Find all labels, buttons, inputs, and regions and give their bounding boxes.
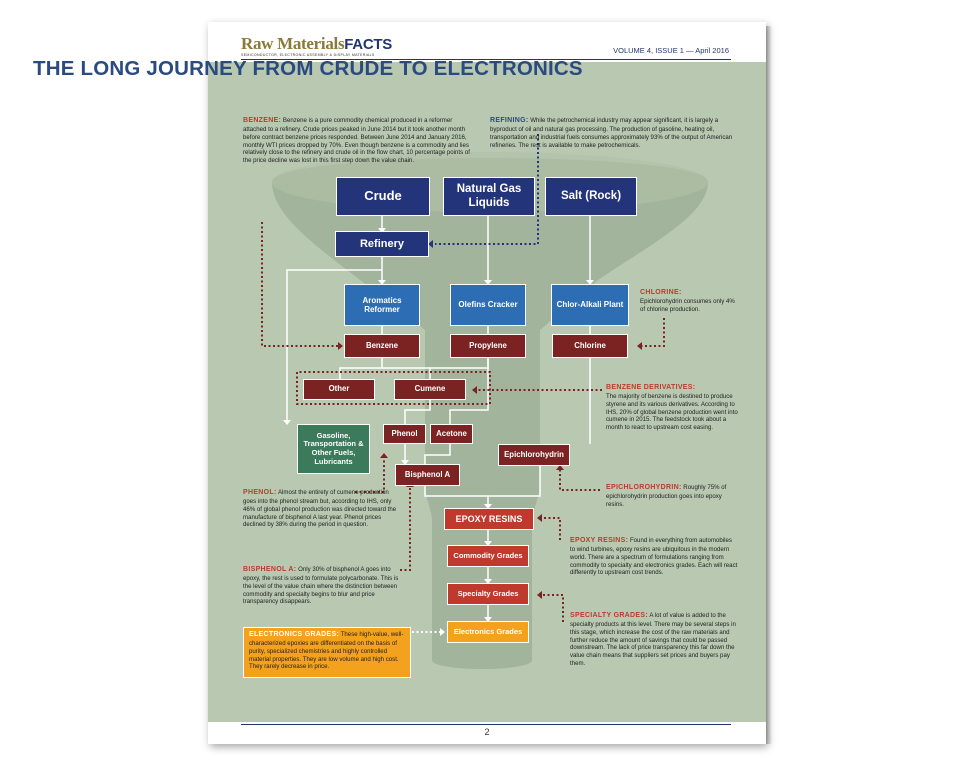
epichlorohydrin-box: Epichlorohydrin [498, 444, 570, 466]
chlorine-box: Chlorine [552, 334, 628, 358]
other-box: Other [303, 379, 375, 400]
issue-label: VOLUME 4, ISSUE 1 — April 2016 [613, 46, 729, 55]
electronics-grades-box: Electronics Grades [447, 621, 529, 643]
acetone-box: Acetone [430, 424, 473, 444]
flow-connectors [286, 216, 591, 621]
cumene-box: Cumene [394, 379, 466, 400]
page-header: Raw MaterialsFACTS SEMICONDUCTOR, ELECTR… [208, 22, 766, 62]
commodity-grades-box: Commodity Grades [447, 545, 529, 567]
crude-box: Crude [336, 177, 430, 216]
leader-arrowheads [338, 240, 642, 636]
page-shadow [766, 26, 772, 744]
natural-gas-liquids-box: Natural Gas Liquids [443, 177, 535, 216]
salt-rock-box: Salt (Rock) [545, 177, 637, 216]
note-benzene: BENZENE: Benzene is a pure commodity che… [243, 117, 470, 165]
propylene-box: Propylene [450, 334, 526, 358]
note-refining: REFINING: While the petrochemical indust… [490, 117, 733, 149]
note-electronics-grades: ELECTRONICS GRADES: These high-value, we… [243, 627, 411, 678]
bisphenol-a-box: Bisphenol A [395, 464, 460, 486]
publication-logo: Raw MaterialsFACTS [241, 34, 392, 53]
epoxy-resins-box: EPOXY RESINS [444, 508, 534, 530]
page-number: 2 [484, 727, 490, 737]
note-chlorine: CHLORINE:Epichlorohydrin consumes only 4… [640, 289, 735, 313]
logo-tagline: SEMICONDUCTOR, ELECTRONIC ASSEMBLY & DIS… [241, 53, 375, 57]
specialty-grades-box: Specialty Grades [447, 583, 529, 605]
note-bisphenol-a: BISPHENOL A: Only 30% of bisphenol A goe… [243, 566, 399, 606]
note-epichlorohydrin: EPICHLOROHYDRIN: Roughly 75% of epichlor… [606, 484, 727, 508]
phenol-box: Phenol [383, 424, 426, 444]
note-phenol: PHENOL: Almost the entirety of cumene pr… [243, 489, 397, 529]
infographic-title: THE LONG JOURNEY FROM CRUDE TO ELECTRONI… [33, 57, 583, 80]
note-specialty-grades: SPECIALTY GRADES: A lot of value is adde… [570, 612, 736, 667]
footer-rule [241, 724, 731, 725]
note-epoxy-resins: EPOXY RESINS: Found in everything from a… [570, 537, 738, 577]
page-footer: 2 [208, 722, 766, 744]
benzene-box: Benzene [344, 334, 420, 358]
aromatics-reformer-box: Aromatics Reformer [344, 284, 420, 326]
note-benzene-derivatives: BENZENE DERIVATIVES:The majority of benz… [606, 384, 738, 432]
refinery-box: Refinery [335, 231, 429, 257]
gasoline-fuels-box: Gasoline, Transportation & Other Fuels, … [297, 424, 370, 474]
olefins-cracker-box: Olefins Cracker [450, 284, 526, 326]
header-rule [241, 59, 731, 60]
chlor-alkali-plant-box: Chlor-Alkali Plant [551, 284, 629, 326]
